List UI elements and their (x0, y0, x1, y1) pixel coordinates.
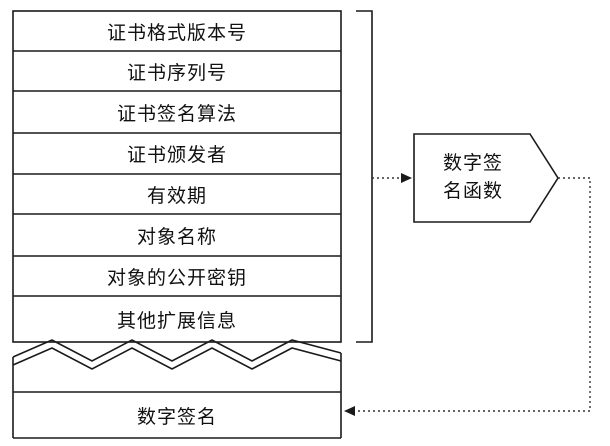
arrow-to-function-head (401, 173, 412, 183)
fields-bracket (356, 10, 373, 343)
field-separators (13, 50, 341, 297)
field-digital-signature: 数字签名 (136, 405, 217, 428)
field-public-key: 对象的公开密钥 (106, 266, 247, 289)
field-issuer: 证书颁发者 (126, 144, 227, 166)
signature-function-label-line2: 名函数 (442, 180, 503, 202)
field-validity: 有效期 (146, 184, 207, 207)
arrow-to-signature-head (344, 406, 355, 416)
signature-function-shape (413, 133, 559, 223)
field-signature-algorithm: 证书签名算法 (116, 102, 237, 125)
field-serial-number: 证书序列号 (126, 61, 227, 84)
zigzag-break (12, 339, 342, 370)
arrow-to-signature-line (355, 177, 591, 412)
signature-function-label-line1: 数字签 (442, 152, 503, 174)
field-subject-name: 对象名称 (136, 225, 217, 248)
certificate-frame-lower (12, 353, 342, 439)
field-extensions: 其他扩展信息 (116, 309, 237, 332)
certificate-frame-upper (12, 10, 342, 343)
field-version: 证书格式版本号 (106, 21, 247, 44)
